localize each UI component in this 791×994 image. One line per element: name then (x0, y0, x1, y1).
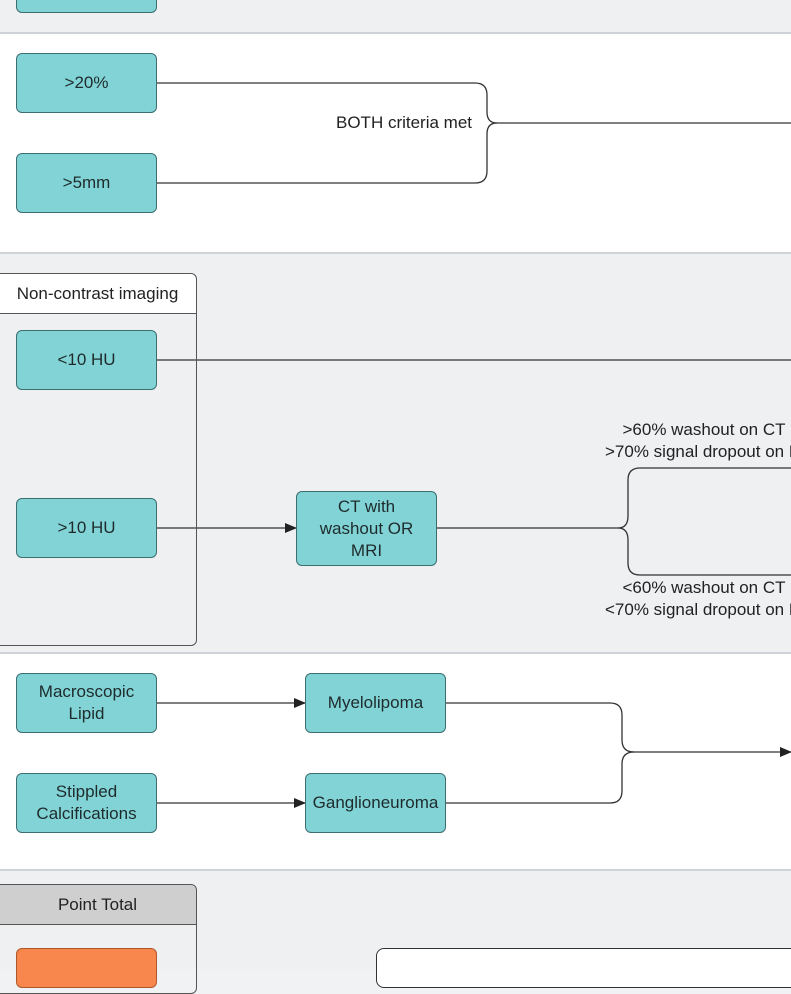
node-stippled-calcifications[interactable]: Stippled Calcifications (16, 773, 157, 833)
connector-gt20 (157, 82, 498, 124)
node-gt20[interactable]: >20% (16, 53, 157, 113)
divider (0, 652, 791, 654)
connector-myelolipoma-out (446, 702, 635, 753)
node-ganglioneuroma[interactable]: Ganglioneuroma (305, 773, 446, 833)
node-partial-top[interactable] (16, 0, 157, 13)
divider (0, 32, 791, 34)
label-low-washout: <60% washout on CT <70% signal dropout o… (605, 578, 791, 619)
divider (0, 252, 791, 254)
connector-ganglioneuroma-out (446, 751, 635, 804)
panel-noncontrast: Non-contrast imaging (0, 273, 197, 646)
node-ct-washout-mri[interactable]: CT with washout OR MRI (296, 491, 437, 566)
connector-high-washout (617, 467, 791, 529)
node-gt5mm[interactable]: >5mm (16, 153, 157, 213)
divider (0, 869, 791, 871)
connector-lines (157, 82, 791, 808)
panel-noncontrast-title: Non-contrast imaging (0, 274, 196, 314)
box-bottom-partial (376, 948, 791, 988)
connector-low-washout (617, 527, 791, 576)
panel-point-total-title: Point Total (0, 885, 196, 925)
node-lt10hu[interactable]: <10 HU (16, 330, 157, 390)
band-noncontrast (0, 254, 791, 652)
node-gt10hu[interactable]: >10 HU (16, 498, 157, 558)
node-point-partial[interactable] (16, 948, 157, 988)
label-high-washout: >60% washout on CT >70% signal dropout o… (605, 420, 791, 461)
connector-gt5mm (157, 122, 498, 184)
node-myelolipoma[interactable]: Myelolipoma (305, 673, 446, 733)
label-both-criteria: BOTH criteria met (334, 112, 475, 134)
node-macroscopic-lipid[interactable]: Macroscopic Lipid (16, 673, 157, 733)
